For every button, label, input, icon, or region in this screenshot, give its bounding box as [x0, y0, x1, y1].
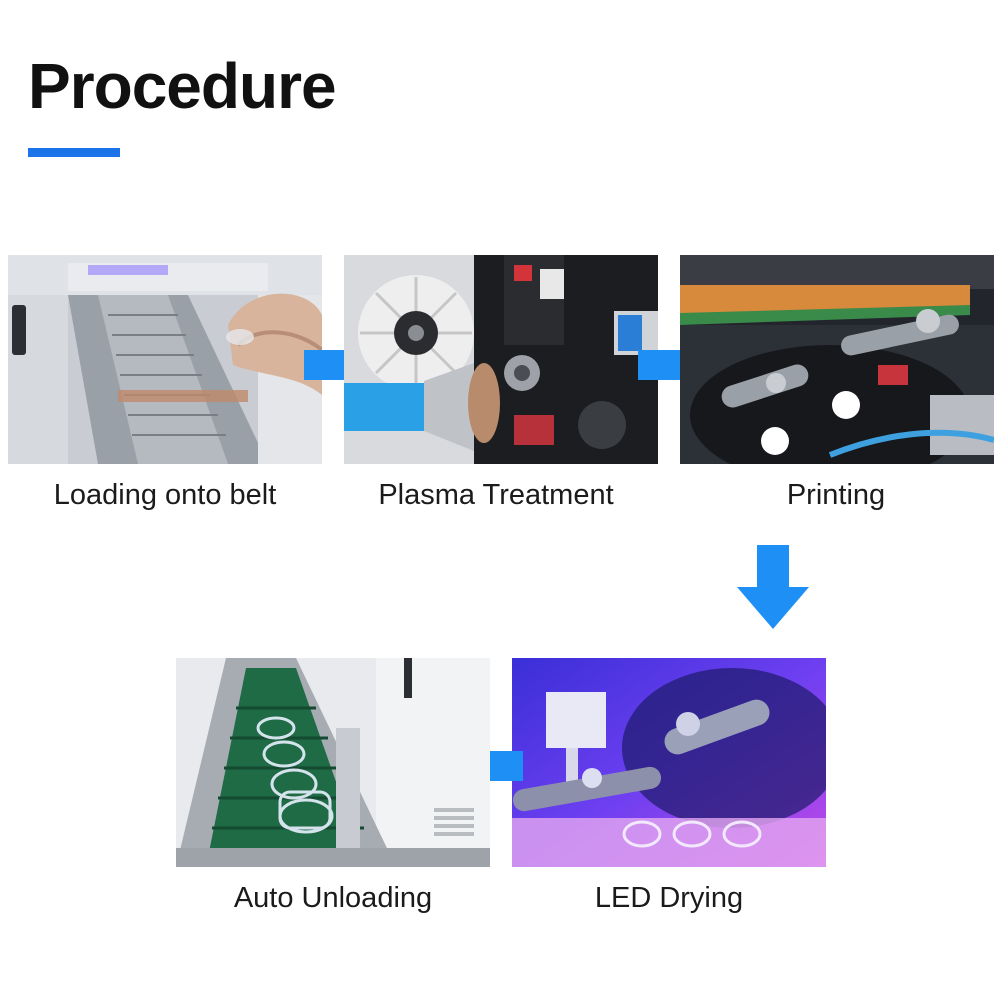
step-caption-plasma: Plasma Treatment — [344, 478, 648, 512]
step-photo-loading — [8, 255, 322, 464]
arrow-down-icon — [737, 545, 809, 629]
step-caption-auto-unloading: Auto Unloading — [176, 881, 490, 915]
step-photo-auto-unloading — [176, 658, 490, 867]
title-underline — [28, 148, 120, 157]
step-caption-led-drying: LED Drying — [512, 881, 826, 915]
page-title: Procedure — [28, 48, 336, 124]
step-photo-led-drying — [512, 658, 826, 867]
step-caption-loading: Loading onto belt — [8, 478, 322, 512]
step-photo-printing — [680, 255, 994, 464]
step-photo-plasma — [344, 255, 658, 464]
step-caption-printing: Printing — [680, 478, 992, 512]
